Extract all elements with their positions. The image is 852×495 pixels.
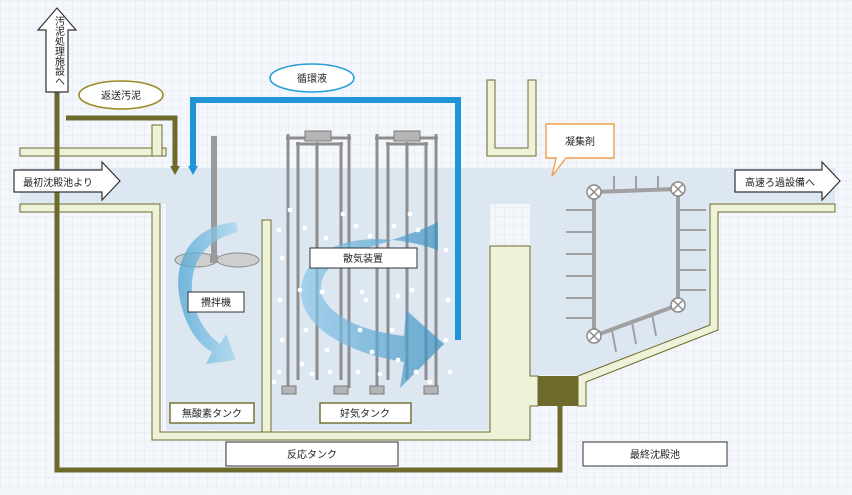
aerobic-flow-arrow (300, 222, 444, 388)
air-bubble (327, 369, 333, 375)
return-sludge-callout: 返送汚泥 (78, 80, 164, 110)
circulation-callout: 循環液 (269, 63, 355, 93)
air-bubble (367, 233, 373, 239)
air-bubble (409, 287, 415, 293)
outflow-arrow: 高速ろ過設備へ (734, 160, 841, 202)
reaction-tank-label: 反応タンク (287, 448, 337, 461)
air-bubble (377, 371, 383, 377)
air-bubble (395, 293, 401, 299)
final-settling-label: 最終沈殿池 (630, 448, 680, 461)
circulation-outlet-icon (188, 166, 198, 175)
aerobic-tank-label: 好気タンク (340, 407, 390, 420)
air-bubble (276, 227, 282, 233)
rapid-filtration-label: 高速ろ過設備へ (745, 176, 815, 189)
air-bubble (323, 235, 329, 241)
air-bubble (287, 207, 293, 213)
sludge-treatment-arrow: 汚泥処理施設へ (36, 7, 78, 93)
divider-wall (261, 219, 272, 433)
top-hook-wall (486, 79, 537, 157)
air-bubble (443, 337, 449, 343)
air-bubble (369, 349, 375, 355)
settling-tank-wall (577, 203, 836, 407)
return-sludge-pipe (66, 115, 178, 168)
air-bubble (297, 287, 303, 293)
inlet-wall-riser (151, 124, 163, 157)
air-bubble (279, 255, 285, 261)
sludge-hopper (538, 376, 578, 406)
aerobic-tank-label-box: 好気タンク (319, 402, 412, 424)
sludge-pipes (54, 82, 563, 473)
waste-sludge-pipe (54, 82, 563, 473)
anoxic-flow-arrow (178, 222, 238, 364)
air-bubble (299, 361, 305, 367)
air-bubble (355, 369, 361, 375)
scraper-sprockets (586, 181, 686, 344)
diffuser-heads (281, 130, 439, 395)
air-bubble-icon (271, 207, 453, 385)
return-sludge-label: 返送汚泥 (101, 89, 141, 102)
air-bubble (391, 223, 397, 229)
air-bubble (324, 347, 330, 353)
air-bubble (413, 369, 419, 375)
coagulant-callout: 凝集剤 (545, 123, 615, 177)
scraper-blades (566, 176, 706, 353)
primary-inflow-label: 最初沈殿池より (23, 176, 93, 189)
air-bubble (279, 337, 285, 343)
air-bubble (415, 227, 421, 233)
inflow-arrow: 最初沈殿池より (13, 160, 121, 202)
air-bubble (447, 369, 453, 375)
reaction-tank-label-box: 反応タンク (225, 441, 399, 467)
air-bubble (271, 379, 277, 385)
agitator-label-box: 攪拌機 (187, 291, 245, 313)
circulation-label: 循環液 (297, 72, 327, 85)
air-bubble (359, 289, 365, 295)
agitator-label: 攪拌機 (201, 296, 231, 309)
air-bubble (309, 371, 315, 377)
final-settling-label-box: 最終沈殿池 (582, 441, 728, 467)
air-bubble (395, 357, 401, 363)
air-bubble (277, 297, 283, 303)
air-bubble (340, 211, 346, 217)
air-bubble (389, 327, 395, 333)
air-bubble (443, 247, 449, 253)
inlet-wall-top (19, 147, 167, 157)
air-bubble (427, 379, 433, 385)
air-bubble (276, 369, 282, 375)
coagulant-label: 凝集剤 (565, 135, 595, 148)
air-bubble (445, 297, 451, 303)
air-bubble (363, 297, 369, 303)
air-bubble (302, 225, 308, 231)
air-bubble (319, 289, 325, 295)
aeration-device-label: 散気装置 (343, 252, 383, 265)
sludge-treatment-label: 汚泥処理施設へ (53, 15, 65, 86)
anoxic-tank-label: 無酸素タンク (182, 407, 242, 420)
air-bubble (407, 211, 413, 217)
air-bubble (303, 327, 309, 333)
air-bubble (357, 327, 363, 333)
aeration-device-label-box: 散気装置 (309, 247, 418, 269)
return-sludge-outlet-icon (170, 166, 180, 175)
air-bubble (353, 223, 359, 229)
circulation-pipe (190, 97, 461, 340)
anoxic-tank-label-box: 無酸素タンク (169, 402, 255, 424)
